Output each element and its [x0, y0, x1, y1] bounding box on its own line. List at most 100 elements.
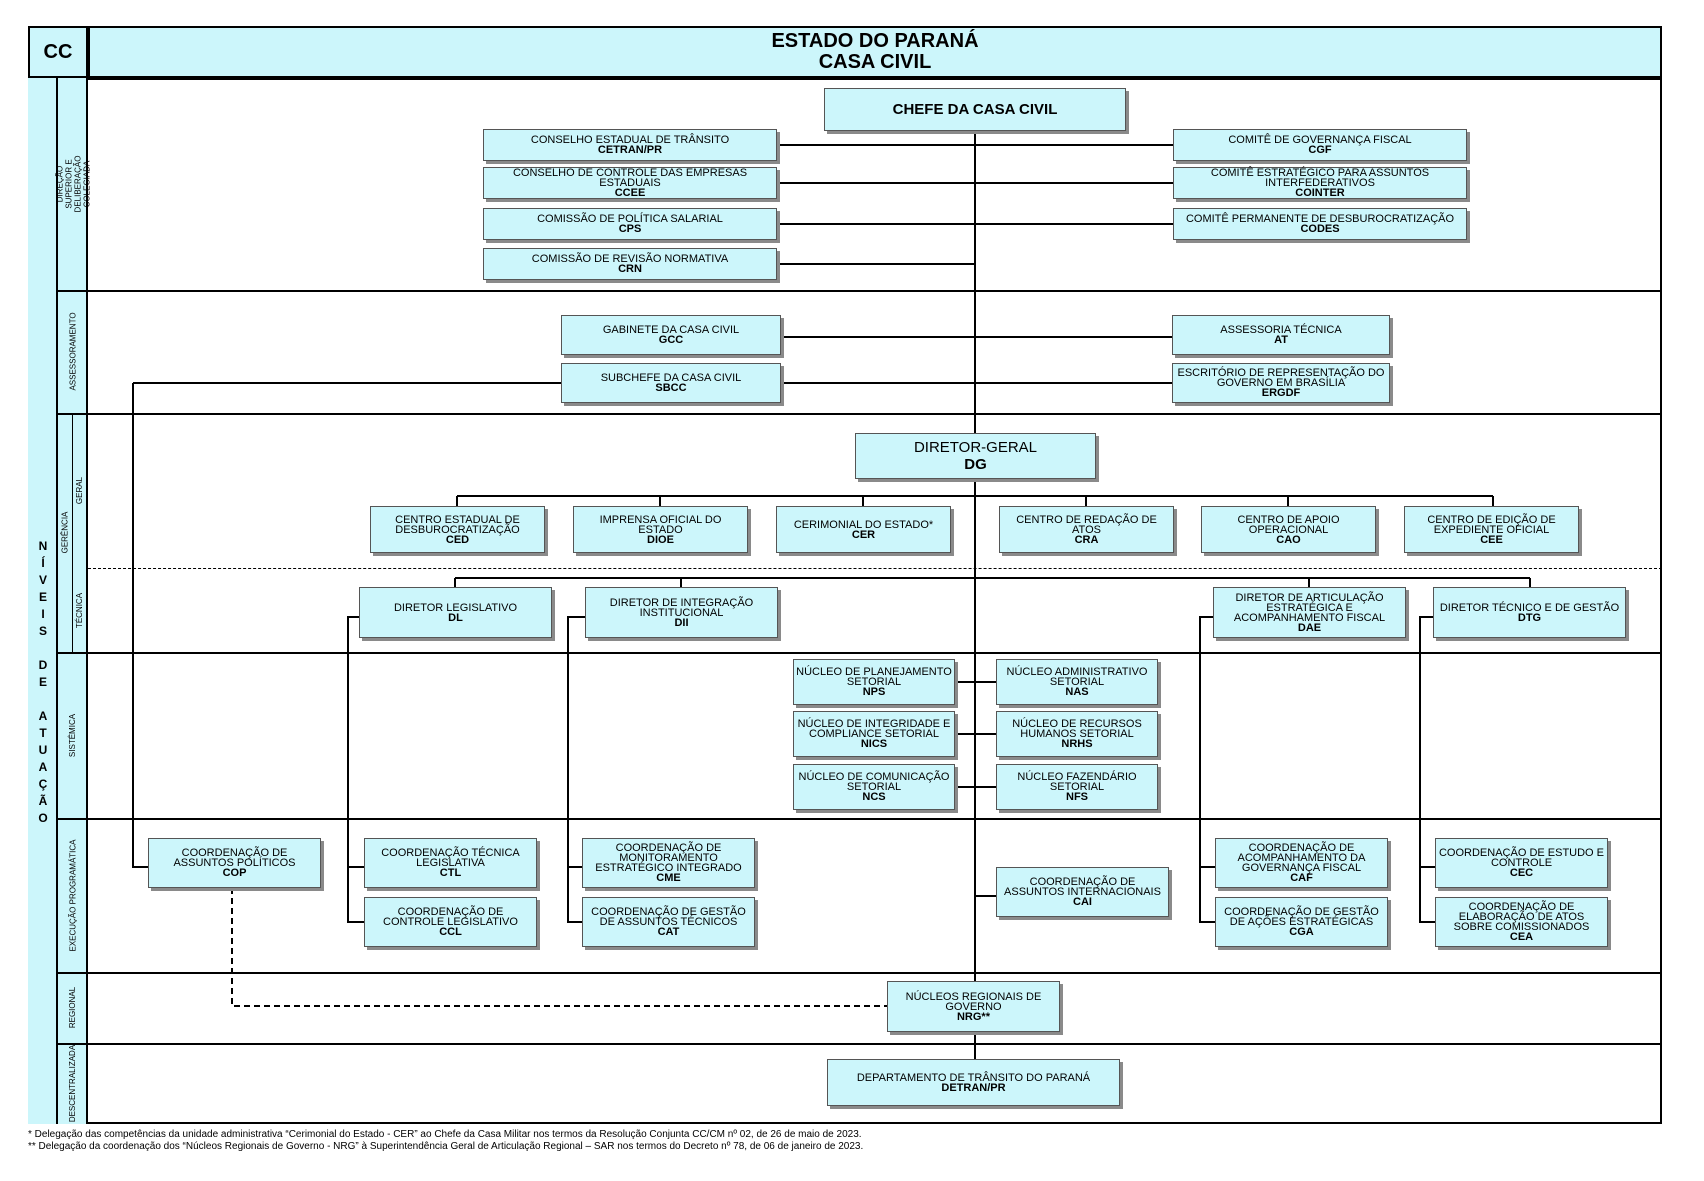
level-label-regional: REGIONAL: [68, 986, 78, 1029]
unit-cop-name: COORDENAÇÃO DE ASSUNTOS POLÍTICOS: [173, 847, 296, 869]
unit-cat-box: COORDENAÇÃO DE GESTÃO DE ASSUNTOS TÉCNIC…: [582, 897, 755, 947]
unit-cao-name: CENTRO DE APOIO OPERACIONAL: [1237, 513, 1340, 536]
unit-ccl-name: COORDENAÇÃO DE CONTROLE LEGISLATIVO: [383, 906, 518, 928]
unit-gcc-name: GABINETE DA CASA CIVIL: [602, 324, 740, 336]
unit-nps-abbr: NPS: [862, 686, 886, 698]
unit-cps-abbr: CPS: [618, 223, 642, 235]
unit-dii-abbr: DII: [674, 616, 689, 629]
divider-geral-tecnica: [88, 568, 1662, 569]
unit-cointer-name: COMITÊ ESTRATÉGICO PARA ASSUNTOS INTERFE…: [1210, 167, 1430, 189]
unit-cai-name: COORDENAÇÃO DE ASSUNTOS INTERNACIONAIS: [1004, 876, 1161, 898]
org-code-cell: CC: [28, 26, 88, 78]
unit-at-name: ASSESSORIA TÉCNICA: [1220, 324, 1342, 336]
unit-nps-name: NÚCLEO DE PLANEJAMENTO SETORIAL: [796, 666, 952, 688]
title-line-2: CASA CIVIL: [818, 51, 932, 73]
unit-at-abbr: AT: [1274, 334, 1288, 346]
unit-cea-abbr: CEA: [1509, 931, 1534, 943]
unit-cgf-abbr: CGF: [1308, 144, 1332, 156]
unit-cga-name: COORDENAÇÃO DE GESTÃO DE AÇÕES ESTRATÉGI…: [1224, 906, 1379, 928]
level-label-tecnica: TÉCNICA: [75, 592, 85, 628]
unit-dae-box: DIRETOR DE ARTICULAÇÃO ESTRATÉGICA E ACO…: [1213, 587, 1406, 638]
unit-dae-name: DIRETOR DE ARTICULAÇÃO ESTRATÉGICA E ACO…: [1233, 591, 1386, 624]
title-line-1: ESTADO DO PARANÁ: [771, 30, 979, 52]
unit-nfs-name: NÚCLEO FAZENDÁRIO SETORIAL: [1017, 771, 1137, 793]
org-code: CC: [43, 40, 73, 63]
unit-ccee-box: CONSELHO DE CONTROLE DAS EMPRESAS ESTADU…: [483, 167, 777, 199]
unit-ergdf-name: ESCRITÓRIO DE REPRESENTAÇÃO DO GOVERNO E…: [1177, 367, 1385, 389]
unit-nics-abbr: NICS: [860, 738, 888, 750]
unit-detran-abbr: DETRAN/PR: [941, 1081, 1006, 1094]
unit-cme-name: COORDENAÇÃO DE MONITORAMENTO ESTRATÉGICO…: [595, 842, 742, 874]
unit-ccee-name: CONSELHO DE CONTROLE DAS EMPRESAS ESTADU…: [512, 167, 748, 189]
unit-ced-name: CENTRO ESTADUAL DE DESBUROCRATIZAÇÃO: [395, 513, 520, 536]
unit-dtg-abbr: DTG: [1517, 611, 1542, 624]
gerencia-subdivider: [58, 413, 73, 652]
level-label-direcao: DIREÇÃO SUPERIOR E DELIBERAÇÃO COLEGIADA: [55, 155, 91, 213]
level-label-assessoramento: ASSESSORAMENTO: [68, 312, 78, 391]
unit-codes-name: COMITÊ PERMANENTE DE DESBUROCRATIZAÇÃO: [1185, 213, 1455, 225]
unit-nas-abbr: NAS: [1065, 686, 1089, 698]
unit-cai-abbr: CAI: [1073, 896, 1092, 908]
unit-cop-abbr: COP: [222, 867, 247, 879]
unit-nas-name: NÚCLEO ADMINISTRATIVO SETORIAL: [1006, 666, 1148, 688]
unit-cga-box: COORDENAÇÃO DE GESTÃO DE AÇÕES ESTRATÉGI…: [1215, 897, 1388, 947]
unit-cee-name: CENTRO DE EDIÇÃO DE EXPEDIENTE OFICIAL: [1427, 513, 1556, 536]
footnote-1: * Delegação das competências da unidade …: [28, 1129, 862, 1140]
unit-cea-box: COORDENAÇÃO DE ELABORAÇÃO DE ATOS SOBRE …: [1435, 897, 1608, 947]
unit-nrhs-abbr: NRHS: [1061, 738, 1093, 750]
unit-caf-abbr: CAF: [1290, 872, 1313, 884]
title-cell: ESTADO DO PARANÁ CASA CIVIL: [88, 26, 1662, 78]
unit-nrg-abbr: NRG**: [956, 1010, 990, 1023]
divider-execucao: [58, 972, 1662, 974]
footnote-2: ** Delegação da coordenação dos “Núcleos…: [28, 1141, 864, 1152]
unit-ctl-name: COORDENAÇÃO TÉCNICA LEGISLATIVA: [381, 847, 520, 869]
divider-sistemica: [58, 818, 1662, 820]
level-names-column: [58, 78, 88, 1124]
unit-cee-abbr: CEE: [1480, 533, 1503, 546]
unit-cps-name: COMISSÃO DE POLÍTICA SALARIAL: [537, 213, 723, 225]
unit-dl-abbr: DL: [448, 611, 463, 624]
unit-ncs-name: NÚCLEO DE COMUNICAÇÃO SETORIAL: [798, 771, 950, 793]
unit-ced-abbr: CED: [445, 533, 470, 546]
unit-detran-name: DEPARTAMENTO DE TRÂNSITO DO PARANÁ: [856, 1071, 1091, 1084]
unit-cea-name: COORDENAÇÃO DE ELABORAÇÃO DE ATOS SOBRE …: [1453, 901, 1590, 933]
unit-dtg-name: DIRETOR TÉCNICO E DE GESTÃO: [1439, 601, 1620, 614]
unit-cat-name: COORDENAÇÃO DE GESTÃO DE ASSUNTOS TÉCNIC…: [591, 906, 746, 928]
unit-cetran-name: CONSELHO ESTADUAL DE TRÂNSITO: [530, 134, 730, 146]
unit-cetran-abbr: CETRAN/PR: [597, 144, 663, 156]
unit-caf-name: COORDENAÇÃO DE ACOMPANHAMENTO DA GOVERNA…: [1237, 842, 1366, 874]
unit-cgf-name: COMITÊ DE GOVERNANÇA FISCAL: [1228, 134, 1412, 146]
unit-dg-name: DIRETOR-GERAL: [913, 439, 1038, 456]
level-label-sistemica: SISTÊMICA: [68, 713, 78, 757]
unit-cga-abbr: CGA: [1289, 926, 1314, 938]
unit-nrg-name: NÚCLEOS REGIONAIS DE GOVERNO: [905, 990, 1042, 1013]
divider-assessoramento: [58, 413, 1662, 415]
level-label-descentralizada: DESCENTRALIZADA: [68, 1044, 78, 1123]
unit-cao-abbr: CAO: [1276, 533, 1301, 546]
level-label-geral: GERAL: [75, 476, 85, 505]
unit-crn-abbr: CRN: [618, 263, 642, 275]
unit-dii-name: DIRETOR DE INTEGRAÇÃO INSTITUCIONAL: [609, 596, 754, 619]
